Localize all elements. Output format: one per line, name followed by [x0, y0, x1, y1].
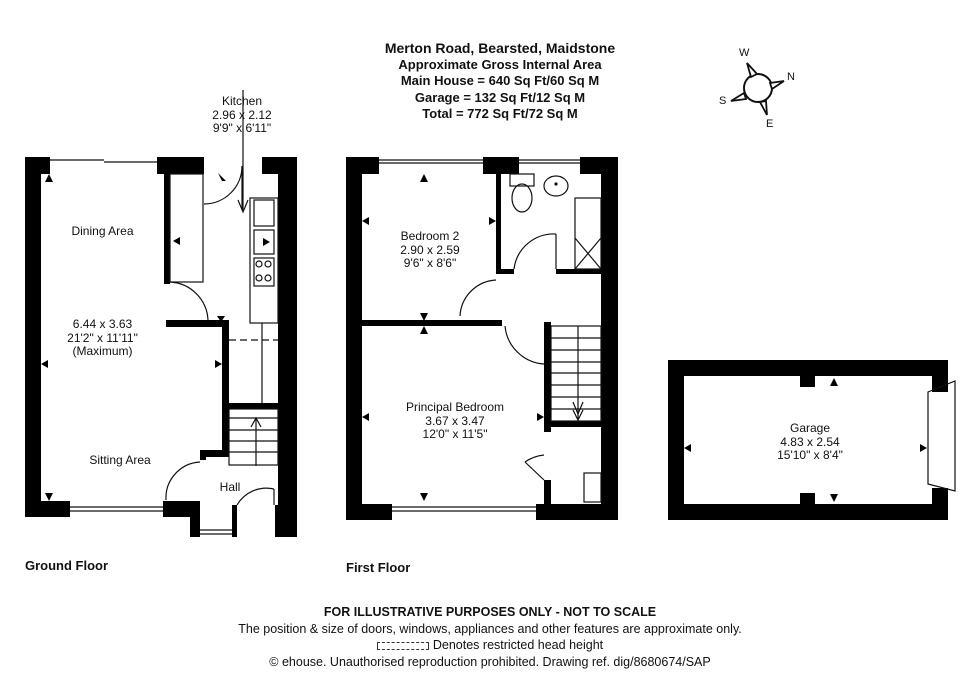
- compass-rose-icon: [730, 62, 785, 116]
- bedroom-2-label: Bedroom 2 2.90 x 2.59 9'6" x 8'6": [400, 229, 460, 270]
- living-dimensions-label: 6.44 x 3.63 21'2" x 11'11" (Maximum): [67, 317, 138, 358]
- disclaimer-footer: FOR ILLUSTRATIVE PURPOSES ONLY - NOT TO …: [200, 604, 780, 670]
- total-area: Total = 772 Sq Ft/72 Sq M: [422, 106, 578, 121]
- head-height-legend: Denotes restricted head height: [200, 637, 780, 654]
- principal-bedroom-label: Principal Bedroom 3.67 x 3.47 12'0" x 11…: [405, 400, 505, 441]
- dining-area-label: Dining Area: [71, 224, 134, 238]
- compass: W N S E: [700, 40, 820, 140]
- garage-area: Garage = 132 Sq Ft/12 Sq M: [414, 89, 586, 105]
- first-floor-label: First Floor: [346, 560, 411, 575]
- sitting-area-label: Sitting Area: [89, 453, 151, 467]
- copyright-text: © ehouse. Unauthorised reproduction proh…: [269, 654, 711, 669]
- compass-west-label: W: [739, 47, 750, 59]
- disclaimer-text: The position & size of doors, windows, a…: [238, 621, 742, 636]
- compass-east-label: E: [766, 118, 774, 130]
- property-address: Merton Road, Bearsted, Maidstone: [384, 40, 616, 56]
- hall-label: Hall: [219, 480, 241, 494]
- compass-north-label: N: [787, 71, 795, 83]
- ground-floor-label: Ground Floor: [25, 558, 109, 573]
- area-subtitle: Approximate Gross Internal Area: [398, 56, 602, 72]
- compass-south-label: S: [719, 95, 727, 107]
- main-house-area: Main House = 640 Sq Ft/60 Sq M: [400, 73, 600, 88]
- disclaimer-title: FOR ILLUSTRATIVE PURPOSES ONLY - NOT TO …: [323, 605, 657, 619]
- dashed-box-icon: [376, 641, 429, 650]
- kitchen-label: Kitchen 2.96 x 2.12 9'9" x 6'11": [212, 94, 272, 135]
- plan-header: Merton Road, Bearsted, Maidstone Approxi…: [300, 40, 700, 123]
- garage-label: Garage 4.83 x 2.54 15'10" x 8'4": [777, 421, 843, 462]
